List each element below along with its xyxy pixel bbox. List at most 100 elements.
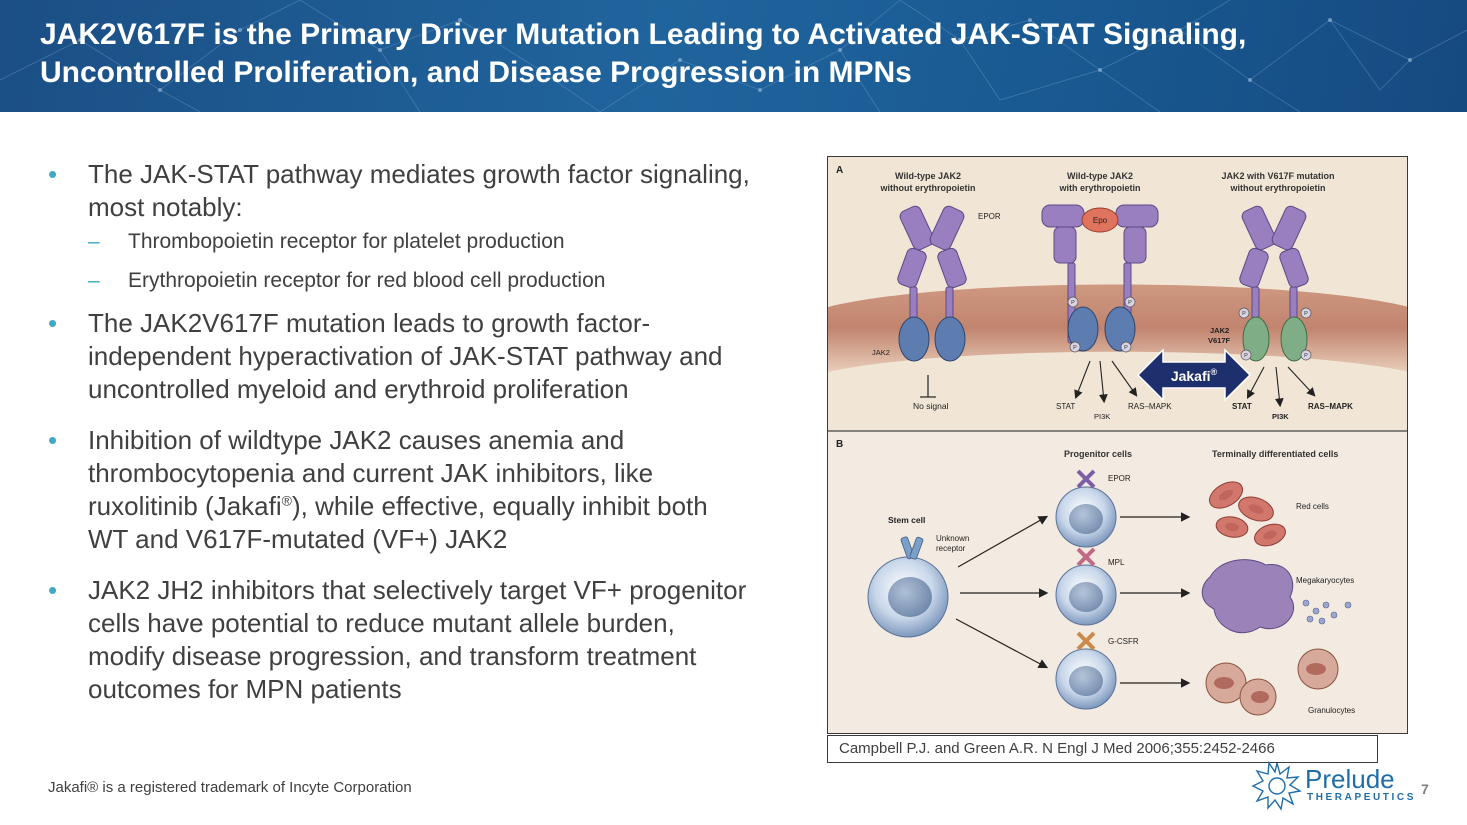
bullet-dot: •	[48, 425, 58, 455]
phospho-sites-active	[1067, 296, 1136, 353]
text-run: ), while effective, equally inhibit both	[291, 491, 708, 521]
bullet-text: JAK2 JH2 inhibitors that selectively tar…	[88, 575, 747, 605]
ras-mapk-label-v617f: RAS–MAPK	[1308, 402, 1353, 411]
col3-title-1: JAK2 with V617F mutation	[1221, 171, 1334, 181]
stat-label: STAT	[1056, 402, 1075, 411]
prelude-logo-icon	[1251, 760, 1302, 811]
jak2-v617f-label-2: V617F	[1208, 336, 1231, 345]
p-label: P	[1304, 353, 1308, 359]
bullet-item: • JAK2 JH2 inhibitors that selectively t…	[48, 574, 798, 706]
megakaryocytes-label: Megakaryocytes	[1296, 576, 1354, 585]
p-label: P	[1124, 345, 1128, 351]
page-number: 7	[1421, 781, 1429, 797]
bullet-dot: •	[48, 159, 58, 189]
p-label: P	[1073, 345, 1077, 351]
pathway-figure-svg: A Wild-type JAK2 without erythropoietin …	[828, 157, 1407, 733]
bullet-item: • The JAK-STAT pathway mediates growth f…	[48, 158, 798, 295]
col1-title-2: without erythropoietin	[880, 183, 976, 193]
bullet-text: The JAK-STAT pathway mediates growth fac…	[88, 159, 750, 189]
bullet-text: uncontrolled myeloid and erythroid proli…	[88, 374, 629, 404]
progenitor-cell-mpl	[1055, 547, 1117, 626]
bullet-dot: •	[48, 575, 58, 605]
trademark-footnote: Jakafi® is a registered trademark of Inc…	[48, 779, 412, 796]
epo-label: Epo	[1093, 216, 1108, 225]
title-line-2: Uncontrolled Proliferation, and Disease …	[40, 56, 912, 89]
sub-bullet-dash: –	[88, 269, 100, 292]
jak2-v617f-label-1: JAK2	[1210, 326, 1229, 335]
bullet-text: The JAK2V617F mutation leads to growth f…	[88, 308, 651, 338]
jakafi-registered: ®	[1211, 367, 1218, 377]
platelets	[1302, 599, 1352, 625]
bullet-item: • Inhibition of wildtype JAK2 causes ane…	[48, 424, 798, 556]
col2-title-1: Wild-type JAK2	[1067, 171, 1133, 181]
mpl-label: MPL	[1108, 558, 1125, 567]
figure-citation: Campbell P.J. and Green A.R. N Engl J Me…	[827, 735, 1378, 763]
logo-name: Prelude	[1305, 764, 1395, 794]
sub-bullet-item: – Erythropoietin receptor for red blood …	[88, 267, 798, 295]
ras-mapk-label: RAS–MAPK	[1128, 402, 1172, 411]
p-label: P	[1071, 300, 1075, 306]
progenitor-cell-epor	[1055, 469, 1117, 548]
text-run: ruxolitinib (Jakafi	[88, 491, 282, 521]
jakafi-label: Jakafi®	[1171, 367, 1218, 384]
bullet-list: • The JAK-STAT pathway mediates growth f…	[48, 158, 798, 718]
sub-bullet-text: Thrombopoietin receptor for platelet pro…	[128, 230, 565, 253]
page-title: JAK2V617F is the Primary Driver Mutation…	[40, 16, 1440, 92]
registered-mark: ®	[281, 492, 292, 509]
terminal-title: Terminally differentiated cells	[1212, 449, 1338, 459]
signal-arrows-v617f	[1246, 366, 1316, 408]
signal-arrows-wildtype	[1074, 360, 1138, 404]
progenitor-cell-gcsfr	[1055, 631, 1117, 710]
jak2-proteins-wildtype	[898, 316, 966, 362]
prelude-logo: Prelude THERAPEUTICS	[1251, 760, 1413, 812]
no-signal-label: No signal	[913, 401, 949, 411]
epo-ligand	[1081, 207, 1119, 233]
epor-label: EPOR	[978, 212, 1001, 221]
bullet-text: most notably:	[88, 192, 243, 222]
unknown-receptor-label-1: Unknown	[936, 534, 969, 543]
p-label: P	[1244, 353, 1248, 359]
receptor-wildtype-no-epo	[897, 205, 967, 348]
bullet-text: independent hyperactivation of JAK-STAT …	[88, 341, 723, 371]
megakaryocyte	[1201, 559, 1295, 634]
jak2-v617f-proteins	[1242, 316, 1308, 362]
unknown-receptor	[900, 536, 924, 560]
epor-label-b: EPOR	[1108, 474, 1131, 483]
stem-cell-label: Stem cell	[888, 515, 925, 525]
jakafi-text: Jakafi	[1171, 368, 1211, 384]
p-label: P	[1304, 311, 1308, 317]
bullet-text: WT and V617F-mutated (VF+) JAK2	[88, 524, 508, 554]
differentiation-arrows	[955, 512, 1191, 688]
jak2-label: JAK2	[872, 348, 890, 357]
red-cells-label: Red cells	[1296, 502, 1329, 511]
granulocytes-label: Granulocytes	[1308, 706, 1355, 715]
col2-title-2: with erythropoietin	[1059, 183, 1141, 193]
col1-title-1: Wild-type JAK2	[895, 171, 961, 181]
network-pattern	[0, 0, 1467, 112]
title-banner: JAK2V617F is the Primary Driver Mutation…	[0, 0, 1467, 112]
p-label: P	[1242, 311, 1246, 317]
logo-subtitle: THERAPEUTICS	[1307, 792, 1416, 803]
sub-bullet-dash: –	[88, 230, 100, 253]
bullet-text: cells have potential to reduce mutant al…	[88, 608, 675, 638]
bullet-dot: •	[48, 308, 58, 338]
phospho-sites-v617f	[1238, 307, 1312, 361]
bullet-item: • The JAK2V617F mutation leads to growth…	[48, 307, 798, 406]
unknown-receptor-label-2: receptor	[936, 544, 966, 553]
jakafi-double-arrow: Jakafi®	[1136, 348, 1252, 402]
pathway-figure: A Wild-type JAK2 without erythropoietin …	[827, 156, 1408, 734]
p-label: P	[1128, 300, 1132, 306]
bullet-text: Inhibition of wildtype JAK2 causes anemi…	[88, 425, 625, 455]
panel-letter-a: A	[836, 165, 843, 176]
sub-bullet-text: Erythropoietin receptor for red blood ce…	[128, 269, 606, 292]
bullet-text: thrombocytopenia and current JAK inhibit…	[88, 458, 654, 488]
stem-cell-nucleus	[888, 577, 932, 617]
bullet-text: modify disease progression, and transfor…	[88, 641, 697, 671]
gcsfr-label: G-CSFR	[1108, 637, 1139, 646]
sub-bullet-item: – Thrombopoietin receptor for platelet p…	[88, 228, 798, 256]
pi3k-label-v617f: PI3K	[1272, 412, 1289, 421]
bullet-text-with-sup: ruxolitinib (Jakafi®), while effective, …	[88, 490, 798, 523]
pi3k-label: PI3K	[1094, 412, 1110, 421]
jak2-proteins-active	[1067, 306, 1136, 352]
sub-bullet-list: – Thrombopoietin receptor for platelet p…	[88, 228, 798, 295]
